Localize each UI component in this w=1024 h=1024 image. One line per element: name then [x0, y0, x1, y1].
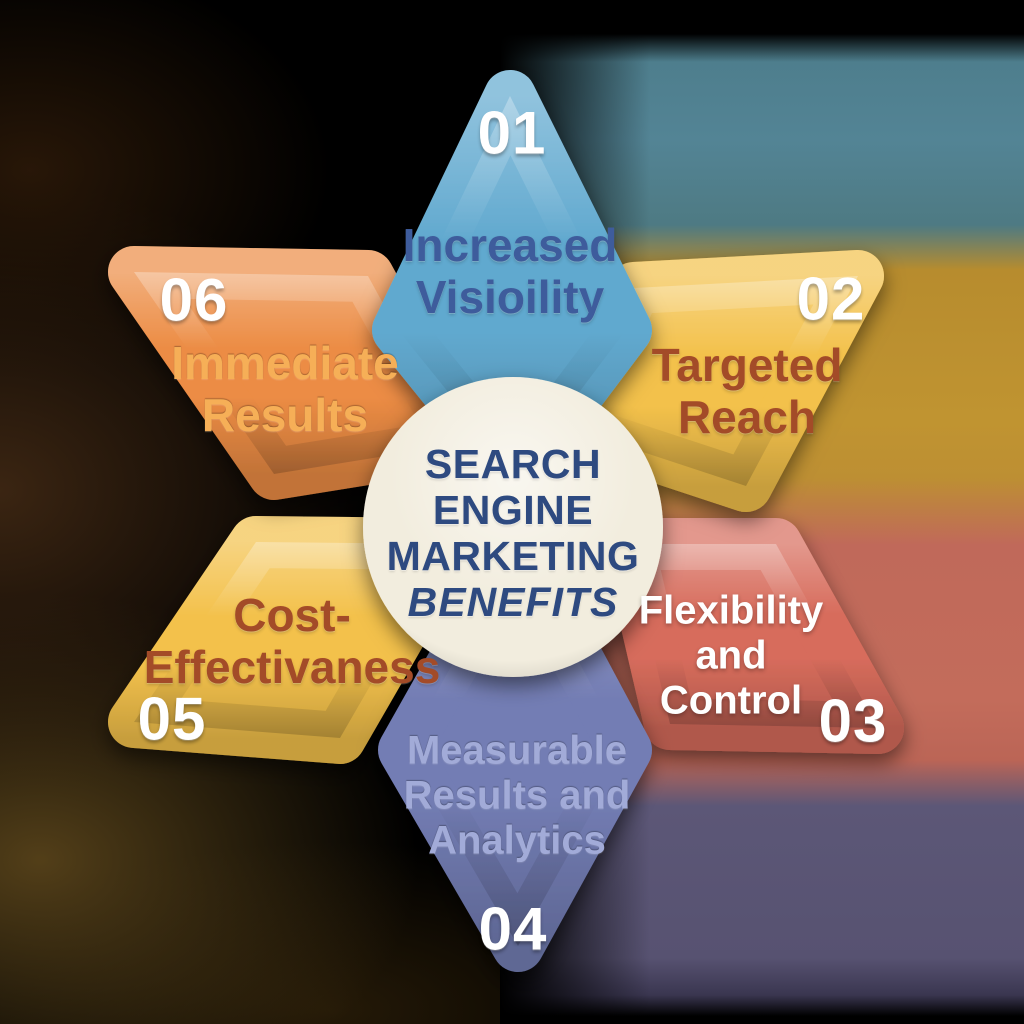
segment-06-label: Immediate Results — [171, 337, 399, 441]
segment-04-number: 04 — [478, 895, 548, 963]
center-circle — [363, 377, 663, 677]
segment-03-label-line-1: Flexibility — [638, 588, 824, 633]
segment-04-label-line-2: Results and — [403, 773, 631, 818]
segment-03-label-line-2: and — [695, 633, 767, 678]
segment-04-label-line-3: Analytics — [428, 818, 606, 863]
segment-02-label: Targeted Reach — [652, 339, 843, 443]
segment-02-label-line-2: Reach — [677, 391, 817, 443]
center-title-line-1: SEARCH — [424, 441, 602, 487]
segment-03-label-line-3: Control — [659, 678, 803, 723]
segment-03-shape — [602, 518, 904, 754]
segment-01-label: Increased Visioility — [403, 219, 618, 323]
segment-03-number: 03 — [818, 687, 888, 755]
segment-05-shape — [108, 516, 478, 764]
center-title-line-3: MARKETING — [386, 533, 640, 579]
center-title: SEARCH ENGINE MARKETING BENEFITS — [387, 441, 640, 625]
segment-05-sheen — [108, 516, 478, 764]
segment-02-label-line-1: Targeted — [651, 339, 843, 391]
segment-05-label-line-2: Effectivaness — [143, 641, 441, 693]
segment-01-number: 01 — [477, 99, 547, 167]
segment-05-number: 05 — [137, 685, 207, 753]
segment-03-label: Flexibility and Control — [639, 589, 824, 724]
segment-04-label: Measurable Results and Analytics — [404, 729, 631, 864]
segment-01-label-line-2: Visioility — [415, 271, 605, 323]
segment-06-label-line-2: Results — [201, 389, 369, 441]
segment-05-label: Cost- Effectivaness — [144, 589, 441, 693]
segment-06-label-line-1: Immediate — [171, 337, 399, 389]
segment-05-label-line-1: Cost- — [233, 589, 351, 641]
segment-02-number: 02 — [796, 265, 866, 333]
segment-06-number: 06 — [159, 266, 229, 334]
center-title-line-4: BENEFITS — [407, 579, 619, 625]
segment-03-sheen — [602, 518, 904, 754]
segment-01-label-line-1: Increased — [402, 219, 618, 271]
segment-04-label-line-1: Measurable — [406, 728, 628, 773]
center-title-line-2: ENGINE — [432, 487, 594, 533]
center-circle-sheen — [363, 377, 663, 677]
